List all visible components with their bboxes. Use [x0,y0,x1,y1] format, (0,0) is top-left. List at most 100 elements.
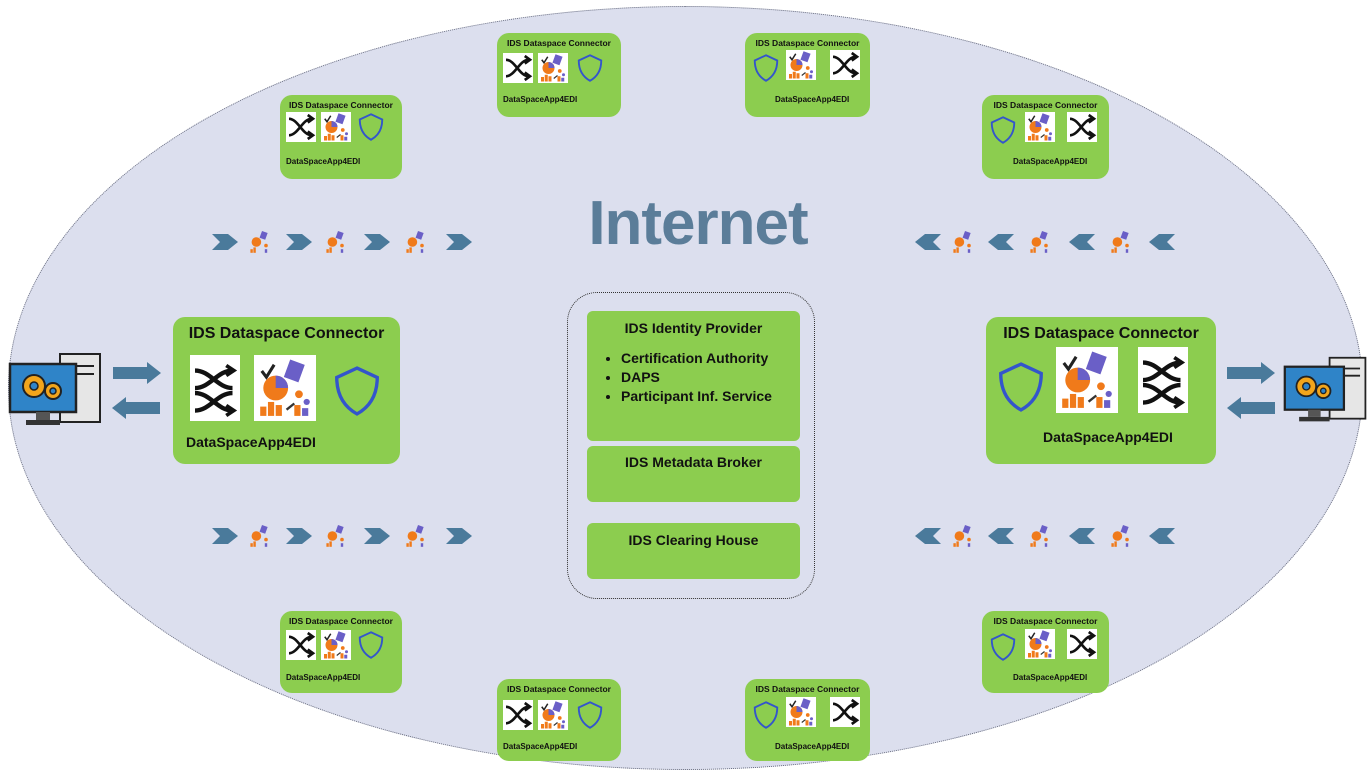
shield-icon [988,115,1018,145]
analytics-icon [324,524,348,548]
connector-top-center-right: IDS Dataspace Connector DataSpaceApp4EDI [745,33,870,117]
analytics-icon [404,524,428,548]
analytics-icon [951,230,975,254]
identity-provider-box: IDS Identity Provider Certification Auth… [587,311,800,441]
connector-left-large: IDS Dataspace Connector DataSpaceApp4EDI [173,317,400,464]
connector-bottom-left: IDS Dataspace Connector DataSpaceApp4EDI [280,611,402,693]
arrow-left-icon [1227,397,1275,419]
chevron-icon [286,528,312,544]
analytics-icon [1109,524,1133,548]
analytics-icon [1109,230,1133,254]
connector-title: IDS Dataspace Connector [188,325,385,342]
shuffle-icon [286,112,316,142]
analytics-icon [248,230,272,254]
analytics-icon [1028,524,1052,548]
analytics-icon [1025,112,1055,142]
app-label: DataSpaceApp4EDI [503,95,578,104]
app-label: DataSpaceApp4EDI [286,157,361,166]
chevron-icon [364,528,390,544]
chevron-icon [286,234,312,250]
connector-top-center-left: IDS Dataspace Connector DataSpaceApp4EDI [497,33,621,117]
connector-title: IDS Dataspace Connector [289,616,393,626]
analytics-icon [321,630,351,660]
shield-icon [330,362,384,420]
metadata-broker-box: IDS Metadata Broker [587,446,800,502]
connector-bottom-center-right: IDS Dataspace Connector DataSpaceApp4EDI [745,679,870,761]
chevron-icon [1069,234,1095,250]
chevron-icon [988,234,1014,250]
shuffle-icon [830,697,860,727]
shield-icon [575,700,605,730]
connector-title: IDS Dataspace Connector [289,100,393,110]
connector-title: IDS Dataspace Connector [1003,325,1199,342]
clearing-house-label: IDS Clearing House [628,532,759,548]
analytics-icon [324,230,348,254]
identity-provider-title: IDS Identity Provider [624,320,763,336]
diagram-title: Internet [588,189,808,258]
chevron-icon [446,528,472,544]
computer-gear-icon [1283,352,1369,428]
identity-provider-item: Participant Inf. Service [621,387,772,406]
analytics-icon [404,230,428,254]
connector-top-right: IDS Dataspace Connector DataSpaceApp4EDI [982,95,1109,179]
connector-title: IDS Dataspace Connector [993,100,1098,110]
analytics-icon [538,700,568,730]
app-label: DataSpaceApp4EDI [503,742,578,751]
connector-title: IDS Dataspace Connector [755,38,860,48]
identity-provider-item: DAPS [621,368,772,387]
chevron-icon [1069,528,1095,544]
metadata-broker-label: IDS Metadata Broker [625,454,762,470]
app-label: DataSpaceApp4EDI [775,95,850,104]
chevron-icon [446,234,472,250]
shield-icon [994,355,1048,419]
shuffle-icon [503,700,533,730]
shuffle-icon [190,355,240,421]
shuffle-icon [1067,629,1097,659]
identity-provider-item: Certification Authority [621,349,772,368]
analytics-icon [321,112,351,142]
analytics-icon [786,50,816,80]
connector-right-large: IDS Dataspace Connector DataSpaceApp4EDI [986,317,1216,464]
shuffle-icon [830,50,860,80]
chevron-icon [364,234,390,250]
analytics-icon [1056,347,1118,413]
shield-icon [575,53,605,83]
arrow-right-icon [113,362,161,384]
chevron-icon [988,528,1014,544]
arrow-left-icon [112,397,160,419]
arrow-right-icon [1227,362,1275,384]
chevron-icon [1149,528,1175,544]
shuffle-icon [1138,347,1188,413]
analytics-icon [1028,230,1052,254]
connector-title: IDS Dataspace Connector [755,684,860,694]
analytics-icon [538,53,568,83]
app-label: DataSpaceApp4EDI [286,673,361,682]
chevron-icon [212,234,238,250]
computer-gear-icon [8,352,104,428]
connector-bottom-center-left: IDS Dataspace Connector DataSpaceApp4EDI [497,679,621,761]
app-label: DataSpaceApp4EDI [1013,673,1088,682]
analytics-icon [786,697,816,727]
app-label: DataSpaceApp4EDI [186,434,316,450]
shield-icon [751,53,781,83]
connector-title: IDS Dataspace Connector [993,616,1098,626]
app-label: DataSpaceApp4EDI [1043,429,1173,445]
clearing-house-box: IDS Clearing House [587,523,800,579]
analytics-icon [1025,629,1055,659]
app-label: DataSpaceApp4EDI [775,742,850,751]
analytics-icon [254,355,316,421]
analytics-icon [951,524,975,548]
app-label: DataSpaceApp4EDI [1013,157,1088,166]
analytics-icon [248,524,272,548]
shuffle-icon [1067,112,1097,142]
chevron-icon [915,234,941,250]
shuffle-icon [503,53,533,83]
shield-icon [988,632,1018,662]
identity-provider-list: Certification Authority DAPS Participant… [601,349,772,406]
shuffle-icon [286,630,316,660]
connector-bottom-right: IDS Dataspace Connector DataSpaceApp4EDI [982,611,1109,693]
shield-icon [356,112,386,142]
chevron-icon [212,528,238,544]
connector-title: IDS Dataspace Connector [507,38,611,48]
